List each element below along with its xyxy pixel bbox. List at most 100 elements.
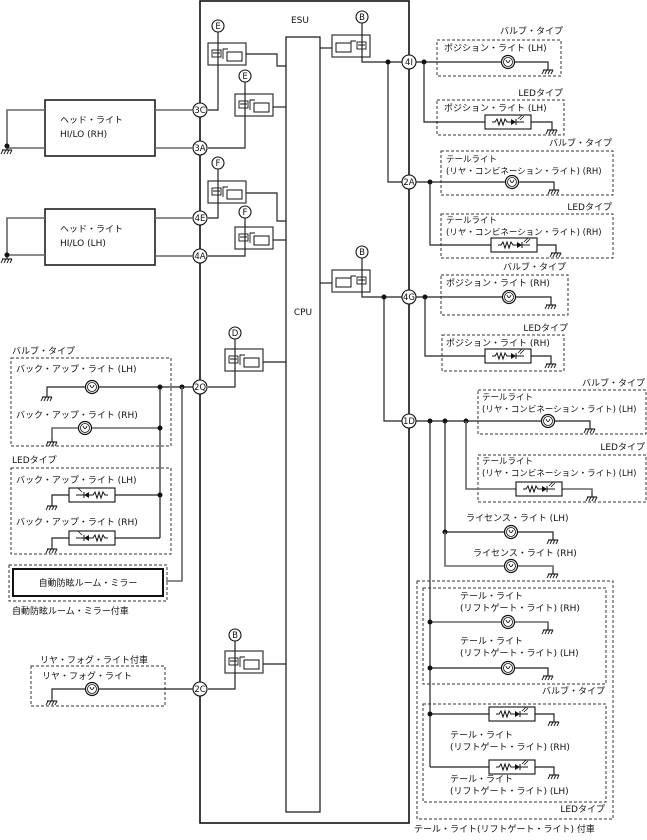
power-ref-d: D bbox=[232, 329, 239, 339]
liftgate-outer-group-label: テール・ライト(リフトゲート・ライト) 付車 bbox=[414, 823, 595, 835]
tail-lh-led-label-2: (リヤ・コンビネーション・ライト) (LH) bbox=[482, 469, 636, 479]
wire-4i bbox=[416, 61, 549, 66]
pin-4g: 4G bbox=[403, 293, 415, 303]
fog-label: リヤ・フォグ・ライト bbox=[42, 670, 132, 682]
pin-2a: 2A bbox=[403, 178, 414, 188]
esu-module bbox=[199, 0, 410, 824]
headlight-rh-label-2: HI/LO (RH) bbox=[60, 130, 107, 140]
tail-rh-led-label-1: テールライト bbox=[446, 216, 497, 226]
tail-lh-led: LEDタイプ テールライト (リヤ・コンビネーション・ライト) (LH) bbox=[465, 421, 647, 503]
liftgate-led-group: LEDタイプ テール・ライト (リフトゲート・ライト) (RH) テール・ライト… bbox=[422, 703, 607, 815]
headlight-lh: ヘッド・ライト HI/LO (LH) bbox=[0, 208, 193, 266]
headlight-rh: ヘッド・ライト HI/LO (RH) bbox=[0, 99, 193, 157]
liftgate-outer-group bbox=[416, 580, 614, 820]
pin-2c: 2C bbox=[194, 685, 205, 695]
tail-lh-led-group-label: LEDタイプ bbox=[600, 442, 645, 453]
lg-led-rh-label-1: テール・ライト bbox=[450, 730, 513, 741]
headlight-lh-label-2: HI/LO (LH) bbox=[60, 239, 106, 249]
wire-1d bbox=[416, 420, 591, 425]
headlight-rh-label-1: ヘッド・ライト bbox=[60, 115, 123, 126]
liftgate-bulb-group: バルブ・タイプ テール・ライト (リフトゲート・ライト) (RH) テール・ライ… bbox=[422, 587, 607, 697]
fog-group-label: リヤ・フォグ・ライト付車 bbox=[40, 654, 148, 666]
pin-3c: 3C bbox=[194, 106, 205, 116]
pos-lh-bulb-group-label: バルブ・タイプ bbox=[500, 25, 563, 37]
tail-rh-bulb-label-2: (リヤ・コンビネーション・ライト) (RH) bbox=[446, 167, 602, 177]
lg-bulb-lh-label-1: テール・ライト bbox=[460, 636, 523, 647]
power-ref-b2: B bbox=[359, 248, 365, 258]
pin-4a: 4A bbox=[194, 252, 205, 262]
license-rh-label: ライセンス・ライト (RH) bbox=[473, 548, 577, 559]
driver-4i-2a: B bbox=[320, 10, 402, 183]
tail-rh-bulb-label-1: テールライト bbox=[446, 155, 497, 165]
pos-rh-led-group-label: LEDタイプ bbox=[523, 323, 568, 334]
tail-rh-led: LEDタイプ テールライト (リヤ・コンビネーション・ライト) (RH) bbox=[429, 182, 614, 259]
license-lh-label: ライセンス・ライト (LH) bbox=[466, 513, 569, 524]
connector-pins-right: 4I 2A 4G 1D bbox=[401, 54, 417, 429]
backup-bulb-rh-label: バック・アップ・ライト (RH) bbox=[16, 410, 138, 421]
pos-rh-bulb-group-label: バルブ・タイプ bbox=[503, 261, 566, 273]
backup-bulb-group-label: バルブ・タイプ bbox=[12, 345, 75, 357]
power-ref-e2: E bbox=[242, 72, 247, 82]
driver-2q: D bbox=[208, 326, 286, 388]
pin-2q: 2Q bbox=[194, 383, 206, 393]
backup-led-group: LEDタイプ バック・アップ・ライト (LH) バック・アップ・ライト (RH) bbox=[10, 455, 172, 555]
tail-lh-led-label-1: テールライト bbox=[482, 457, 533, 467]
backup-led-lh-label: バック・アップ・ライト (LH) bbox=[16, 475, 137, 486]
power-ref-f1: F bbox=[216, 159, 221, 169]
tail-lh-bulb: バルブ・タイプ テールライト (リヤ・コンビネーション・ライト) (LH) bbox=[477, 377, 647, 435]
pin-3a: 3A bbox=[194, 144, 205, 154]
rear-fog-light: リヤ・フォグ・ライト付車 リヤ・フォグ・ライト bbox=[30, 654, 193, 707]
mirror-group-label: 自動防眩ルーム・ミラー付車 bbox=[12, 605, 129, 617]
wire-2a bbox=[416, 181, 555, 186]
tail-lh-bulb-label-2: (リヤ・コンビネーション・ライト) (LH) bbox=[482, 405, 636, 415]
backup-bulb-group: バルブ・タイプ バック・アップ・ライト (LH) バック・アップ・ライト (RH… bbox=[10, 345, 172, 447]
lg-led-lh-label-1: テール・ライト bbox=[450, 774, 513, 785]
power-ref-b1: B bbox=[359, 13, 365, 23]
driver-3a: E bbox=[208, 69, 286, 149]
power-ref-e1: E bbox=[215, 22, 220, 32]
wire-4g bbox=[416, 296, 552, 301]
position-rh-bulb: バルブ・タイプ ポジション・ライト (RH) bbox=[440, 261, 569, 316]
pos-lh-led-label: ポジション・ライト (LH) bbox=[444, 103, 547, 114]
headlight-lh-label-1: ヘッド・ライト bbox=[60, 224, 123, 235]
tail-rh-bulb-group-label: バルブ・タイプ bbox=[549, 137, 612, 149]
pos-rh-bulb-label: ポジション・ライト (RH) bbox=[446, 278, 550, 289]
lg-led-lh-label-2: (リフトゲート・ライト) (LH) bbox=[450, 785, 569, 797]
pin-1d: 1D bbox=[403, 417, 415, 427]
driver-4g-1d: B bbox=[320, 245, 402, 422]
liftgate-bulb-group-label: バルブ・タイプ bbox=[542, 685, 605, 697]
lg-bulb-rh-label-1: テール・ライト bbox=[460, 591, 523, 602]
driver-3c: E bbox=[207, 19, 286, 111]
lg-bulb-rh-label-2: (リフトゲート・ライト) (RH) bbox=[460, 602, 580, 614]
power-ref-b3: B bbox=[232, 631, 238, 641]
pos-lh-bulb-label: ポジション・ライト (LH) bbox=[444, 43, 547, 54]
connector-pins-left: 3C 3A 4E 4A 2Q 2C bbox=[192, 102, 208, 697]
pos-rh-led-label: ポジション・ライト (RH) bbox=[446, 338, 550, 349]
tail-lh-bulb-label-1: テールライト bbox=[482, 393, 533, 403]
position-lh-bulb: バルブ・タイプ ポジション・ライト (LH) bbox=[436, 25, 563, 77]
tail-rh-led-group-label: LEDタイプ bbox=[567, 202, 612, 213]
position-lh-led: LEDタイプ ポジション・ライト (LH) bbox=[423, 62, 565, 136]
tail-rh-bulb: バルブ・タイプ テールライト (リヤ・コンビネーション・ライト) (RH) bbox=[440, 137, 614, 196]
auto-dimming-mirror: 自動防眩ルーム・ミラー 自動防眩ルーム・ミラー付車 bbox=[8, 564, 168, 617]
lg-bulb-lh-label-2: (リフトゲート・ライト) (LH) bbox=[460, 647, 579, 659]
position-rh-led: LEDタイプ ポジション・ライト (RH) bbox=[424, 297, 568, 372]
backup-led-rh-label: バック・アップ・ライト (RH) bbox=[16, 517, 138, 528]
driver-2c: B bbox=[208, 628, 286, 690]
power-ref-f2: F bbox=[243, 208, 248, 218]
pin-4i: 4I bbox=[405, 58, 413, 68]
pin-4e: 4E bbox=[195, 214, 206, 224]
license-light-rh: ライセンス・ライト (RH) bbox=[444, 532, 577, 579]
backup-led-group-label: LEDタイプ bbox=[12, 455, 57, 466]
driver-4e: F bbox=[207, 156, 286, 222]
esu-label: ESU bbox=[291, 16, 309, 26]
cpu-label: CPU bbox=[294, 308, 312, 318]
mirror-label: 自動防眩ルーム・ミラー bbox=[39, 577, 138, 589]
tail-rh-led-label-2: (リヤ・コンビネーション・ライト) (RH) bbox=[446, 228, 602, 238]
cpu-block bbox=[285, 36, 321, 813]
pos-lh-led-group-label: LEDタイプ bbox=[518, 88, 563, 99]
liftgate-led-group-label: LEDタイプ bbox=[560, 804, 605, 815]
tail-lh-bulb-group-label: バルブ・タイプ bbox=[582, 377, 645, 389]
lg-led-rh-label-2: (リフトゲート・ライト) (RH) bbox=[450, 741, 570, 753]
